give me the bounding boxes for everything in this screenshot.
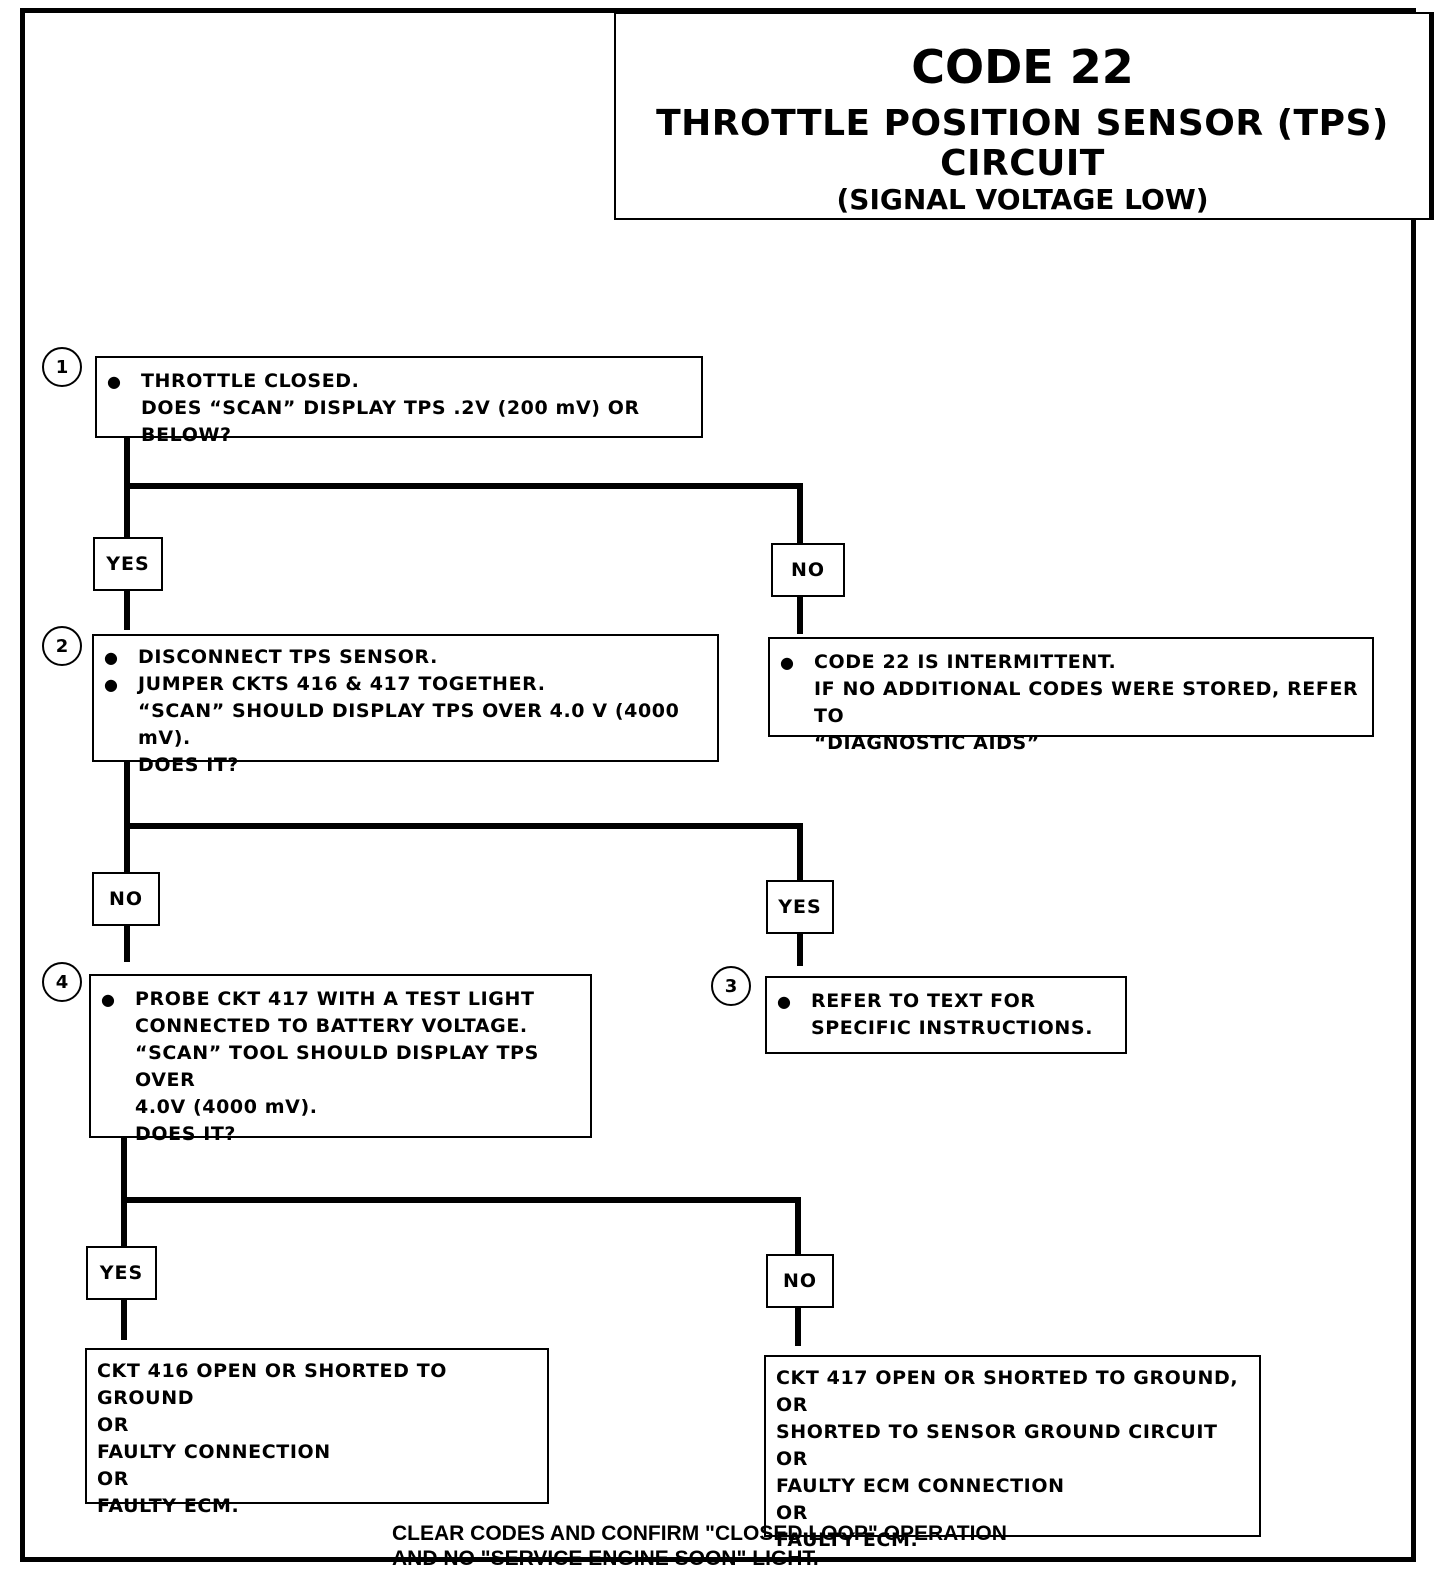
yes-label-1: YES	[93, 537, 163, 591]
step3-box: REFER TO TEXT FOR SPECIFIC INSTRUCTIONS.	[765, 976, 1127, 1054]
circuit-title: THROTTLE POSITION SENSOR (TPS) CIRCUIT	[656, 103, 1389, 184]
step3-bullet: REFER TO TEXT FOR SPECIFIC INSTRUCTIONS.	[767, 988, 1125, 1042]
no-label-3: NO	[766, 1254, 834, 1308]
intermittent-bullet: CODE 22 IS INTERMITTENT. IF NO ADDITIONA…	[770, 649, 1372, 757]
step-number-3: 3	[711, 966, 751, 1006]
result-yes-box: CKT 416 OPEN OR SHORTED TO GROUND OR FAU…	[85, 1348, 549, 1517]
step4-bullet: PROBE CKT 417 WITH A TEST LIGHT CONNECTE…	[91, 986, 590, 1148]
footer-line-1: CLEAR CODES AND CONFIRM "CLOSED LOOP" OP…	[392, 1522, 1007, 1545]
step2-box: DISCONNECT TPS SENSOR. JUMPER CKTS 416 &…	[92, 634, 719, 776]
connector-step1-no	[127, 483, 803, 634]
result-no-box: CKT 417 OPEN OR SHORTED TO GROUND, OR SH…	[764, 1355, 1261, 1551]
step1-box: THROTTLE CLOSED. DOES “SCAN” DISPLAY TPS…	[95, 356, 703, 446]
footer-note: CLEAR CODES AND CONFIRM "CLOSED LOOP" OP…	[392, 1521, 1007, 1571]
step4-box: PROBE CKT 417 WITH A TEST LIGHT CONNECTE…	[89, 974, 592, 1145]
no-label-1: NO	[771, 543, 845, 597]
no-label-2: NO	[92, 872, 160, 926]
circuit-subtitle: (SIGNAL VOLTAGE LOW)	[836, 183, 1209, 216]
diagram-frame	[20, 8, 1416, 1562]
title-block: CODE 22 THROTTLE POSITION SENSOR (TPS) C…	[614, 12, 1434, 220]
step2-bullet-2: JUMPER CKTS 416 & 417 TOGETHER. “SCAN” S…	[94, 671, 717, 779]
step2-bullet-1: DISCONNECT TPS SENSOR.	[94, 644, 717, 671]
yes-label-2: YES	[766, 880, 834, 934]
code-title: CODE 22	[911, 40, 1134, 94]
step-number-2: 2	[42, 626, 82, 666]
step-number-1: 1	[42, 347, 82, 387]
connector-step4-no	[124, 1197, 801, 1346]
step-number-4: 4	[42, 962, 82, 1002]
intermittent-box: CODE 22 IS INTERMITTENT. IF NO ADDITIONA…	[768, 637, 1374, 754]
footer-line-2: AND NO "SERVICE ENGINE SOON" LIGHT.	[392, 1547, 819, 1570]
connector-step2-yes	[127, 823, 803, 966]
yes-label-3: YES	[86, 1246, 157, 1300]
step1-bullet: THROTTLE CLOSED. DOES “SCAN” DISPLAY TPS…	[97, 368, 701, 449]
